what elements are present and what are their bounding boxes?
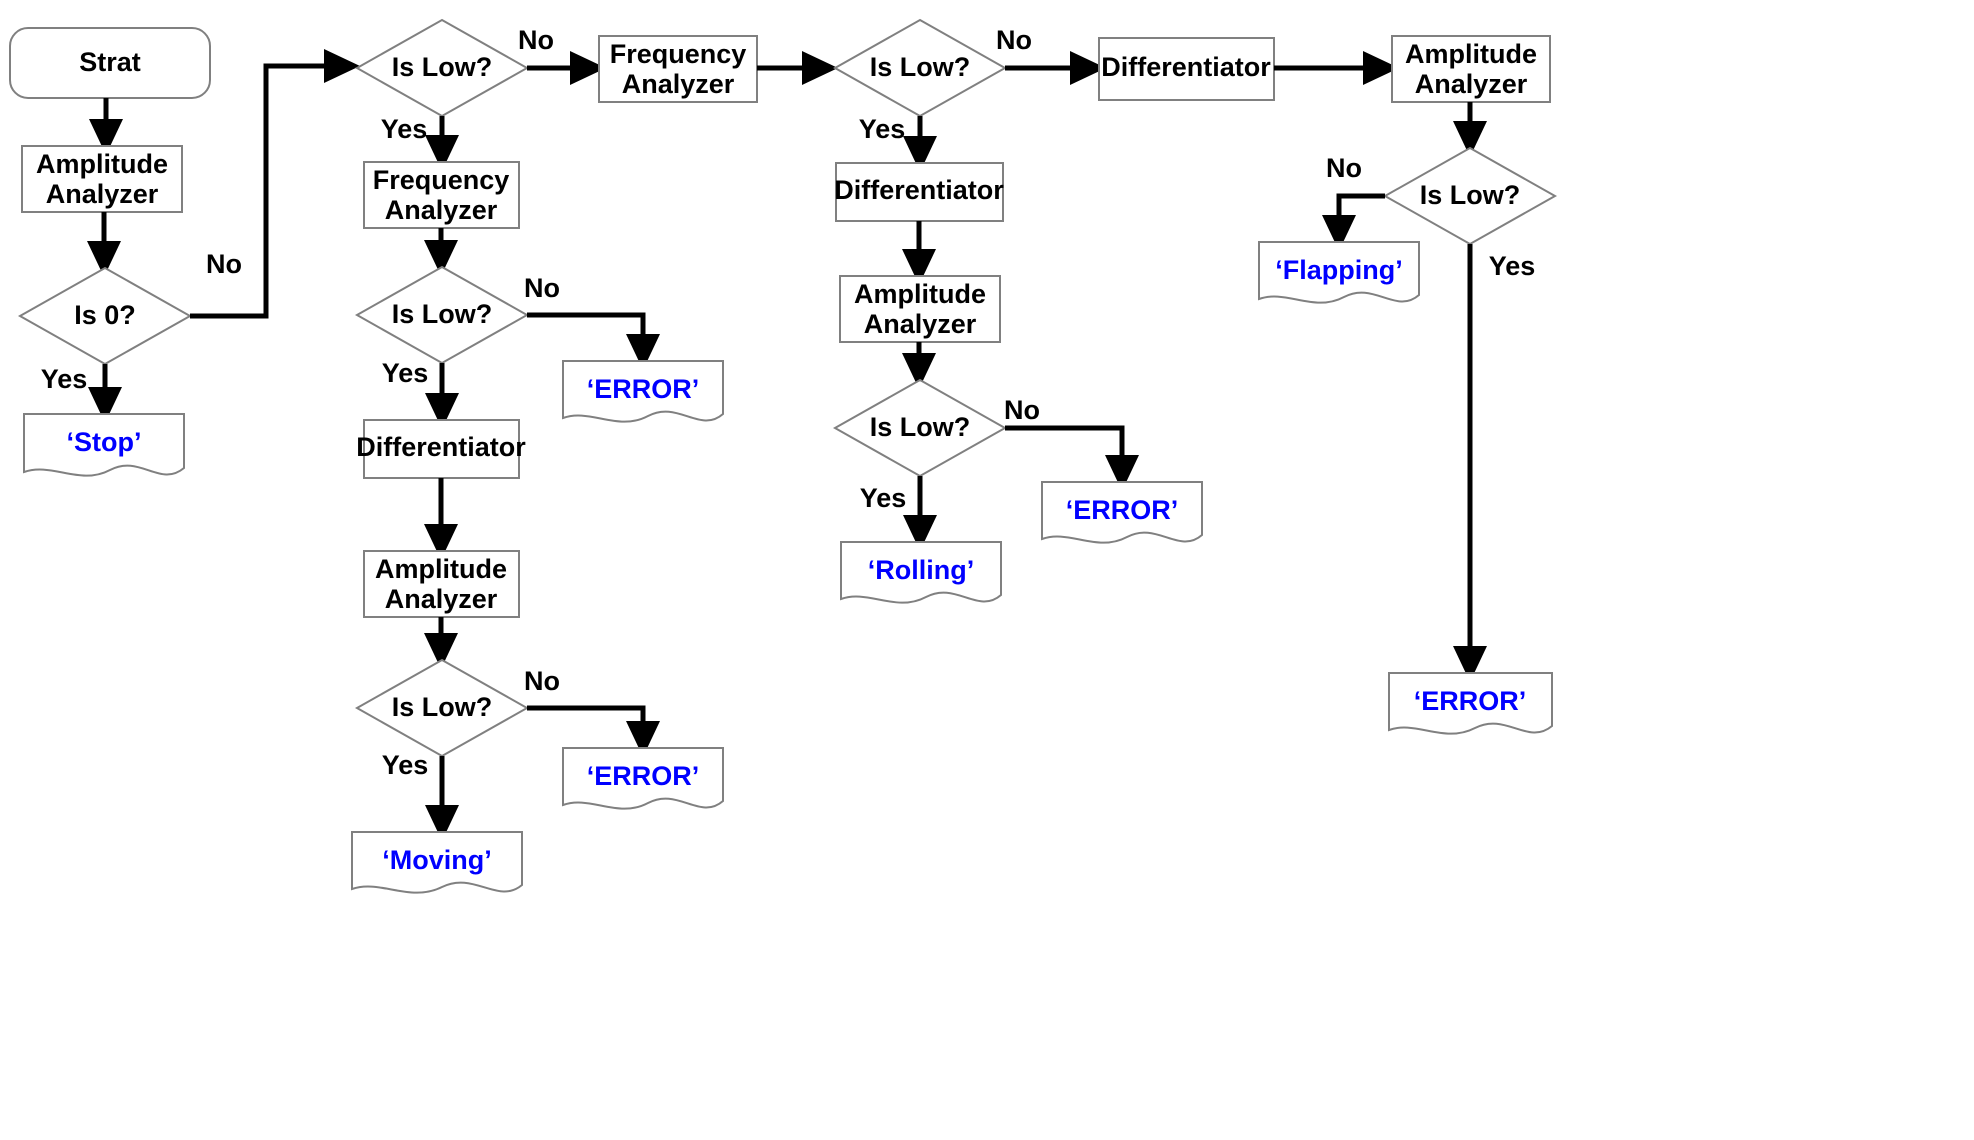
node-amplitude-analyzer-2-line2: Analyzer [385,584,498,614]
edge-label-is-low-1-no: No [518,25,554,55]
node-frequency-analyzer-2-line1: Frequency [373,165,510,195]
node-differentiator-3[interactable]: Differentiator [834,162,1004,222]
node-frequency-analyzer-2[interactable]: Frequency Analyzer [363,161,520,229]
edge-is0-no-to-is-low-1 [190,49,361,319]
edge-label-is0-no: No [206,249,242,279]
node-amplitude-analyzer-4-line2: Analyzer [1415,69,1528,99]
edge-label-is-low-5-no: No [1004,395,1040,425]
node-is-low-2-label: Is Low? [392,299,493,329]
node-is-low-decision-2[interactable]: Is Low? [354,265,530,365]
node-amplitude-analyzer-3-line2: Analyzer [864,309,977,339]
node-is-low-3-label: Is Low? [392,692,493,722]
node-flapping-document[interactable]: ‘Flapping’ [1258,241,1420,304]
edge-label-is-low-3-yes: Yes [382,750,429,780]
node-amplitude-analyzer-3-line1: Amplitude [854,279,986,309]
node-is-low-4-label: Is Low? [870,52,971,82]
node-rolling-label: ‘Rolling’ [868,555,974,585]
node-is-low-decision-3[interactable]: Is Low? [354,658,530,758]
edge-label-is-low-3-no: No [524,666,560,696]
node-moving-label: ‘Moving’ [382,845,492,875]
node-differentiator-2-label: Differentiator [356,432,526,462]
node-flapping-label: ‘Flapping’ [1275,255,1403,285]
edge-label-is0-yes: Yes [41,364,88,394]
edge-label-is-low-4-no: No [996,25,1032,55]
edge-label-is-low-6-no: No [1326,153,1362,183]
node-amplitude-analyzer-1[interactable]: Amplitude Analyzer [21,145,183,213]
node-amplitude-analyzer-2-line1: Amplitude [375,554,507,584]
edge-is-low-5-no-to-error-3 [1005,425,1139,492]
edge-label-is-low-1-yes: Yes [381,114,428,144]
node-start-label: Strat [79,47,141,77]
node-amplitude-analyzer-1-line2: Analyzer [46,179,159,209]
node-error-1-label: ‘ERROR’ [587,374,700,404]
edge-label-is-low-4-yes: Yes [859,114,906,144]
node-is-low-5-label: Is Low? [870,412,971,442]
edge-is-low-6-no-to-flapping [1322,193,1385,252]
node-differentiator-1[interactable]: Differentiator [1098,37,1275,101]
node-differentiator-3-label: Differentiator [834,175,1004,205]
edge-is-low-2-no-to-error-1 [527,312,660,371]
node-amplitude-analyzer-2[interactable]: Amplitude Analyzer [363,550,520,618]
node-frequency-analyzer-1-line1: Frequency [610,39,747,69]
node-error-document-1[interactable]: ‘ERROR’ [562,360,724,423]
node-is-zero-decision[interactable]: Is 0? [17,266,193,366]
edge-is-low-3-no-to-error-2 [527,705,660,758]
node-start[interactable]: Strat [9,27,211,99]
node-stop-label: ‘Stop’ [67,427,142,457]
node-differentiator-2[interactable]: Differentiator [356,419,526,479]
node-amplitude-analyzer-3[interactable]: Amplitude Analyzer [839,275,1001,343]
edge-label-is-low-6-yes: Yes [1489,251,1536,281]
node-is-low-6-label: Is Low? [1420,180,1521,210]
node-is-low-decision-5[interactable]: Is Low? [832,378,1008,478]
node-error-4-label: ‘ERROR’ [1414,686,1527,716]
edge-label-is-low-2-yes: Yes [382,358,429,388]
node-rolling-document[interactable]: ‘Rolling’ [840,541,1002,604]
node-error-document-4[interactable]: ‘ERROR’ [1388,672,1553,735]
node-is-low-decision-4[interactable]: Is Low? [832,18,1008,118]
node-frequency-analyzer-2-line2: Analyzer [385,195,498,225]
node-is-zero-label: Is 0? [74,300,136,330]
node-is-low-decision-1[interactable]: Is Low? [354,18,530,118]
node-is-low-decision-6[interactable]: Is Low? [1382,146,1558,246]
edge-label-is-low-2-no: No [524,273,560,303]
node-error-document-2[interactable]: ‘ERROR’ [562,747,724,810]
node-amplitude-analyzer-4[interactable]: Amplitude Analyzer [1391,35,1551,103]
node-error-2-label: ‘ERROR’ [587,761,700,791]
node-differentiator-1-label: Differentiator [1101,52,1271,82]
edge-label-is-low-5-yes: Yes [860,483,907,513]
node-moving-document[interactable]: ‘Moving’ [351,831,523,894]
node-frequency-analyzer-1[interactable]: Frequency Analyzer [598,35,758,103]
node-stop-document[interactable]: ‘Stop’ [23,413,185,477]
node-amplitude-analyzer-1-line1: Amplitude [36,149,168,179]
node-error-3-label: ‘ERROR’ [1066,495,1179,525]
node-frequency-analyzer-1-line2: Analyzer [622,69,735,99]
node-is-low-1-label: Is Low? [392,52,493,82]
node-amplitude-analyzer-4-line1: Amplitude [1405,39,1537,69]
node-error-document-3[interactable]: ‘ERROR’ [1041,481,1203,544]
